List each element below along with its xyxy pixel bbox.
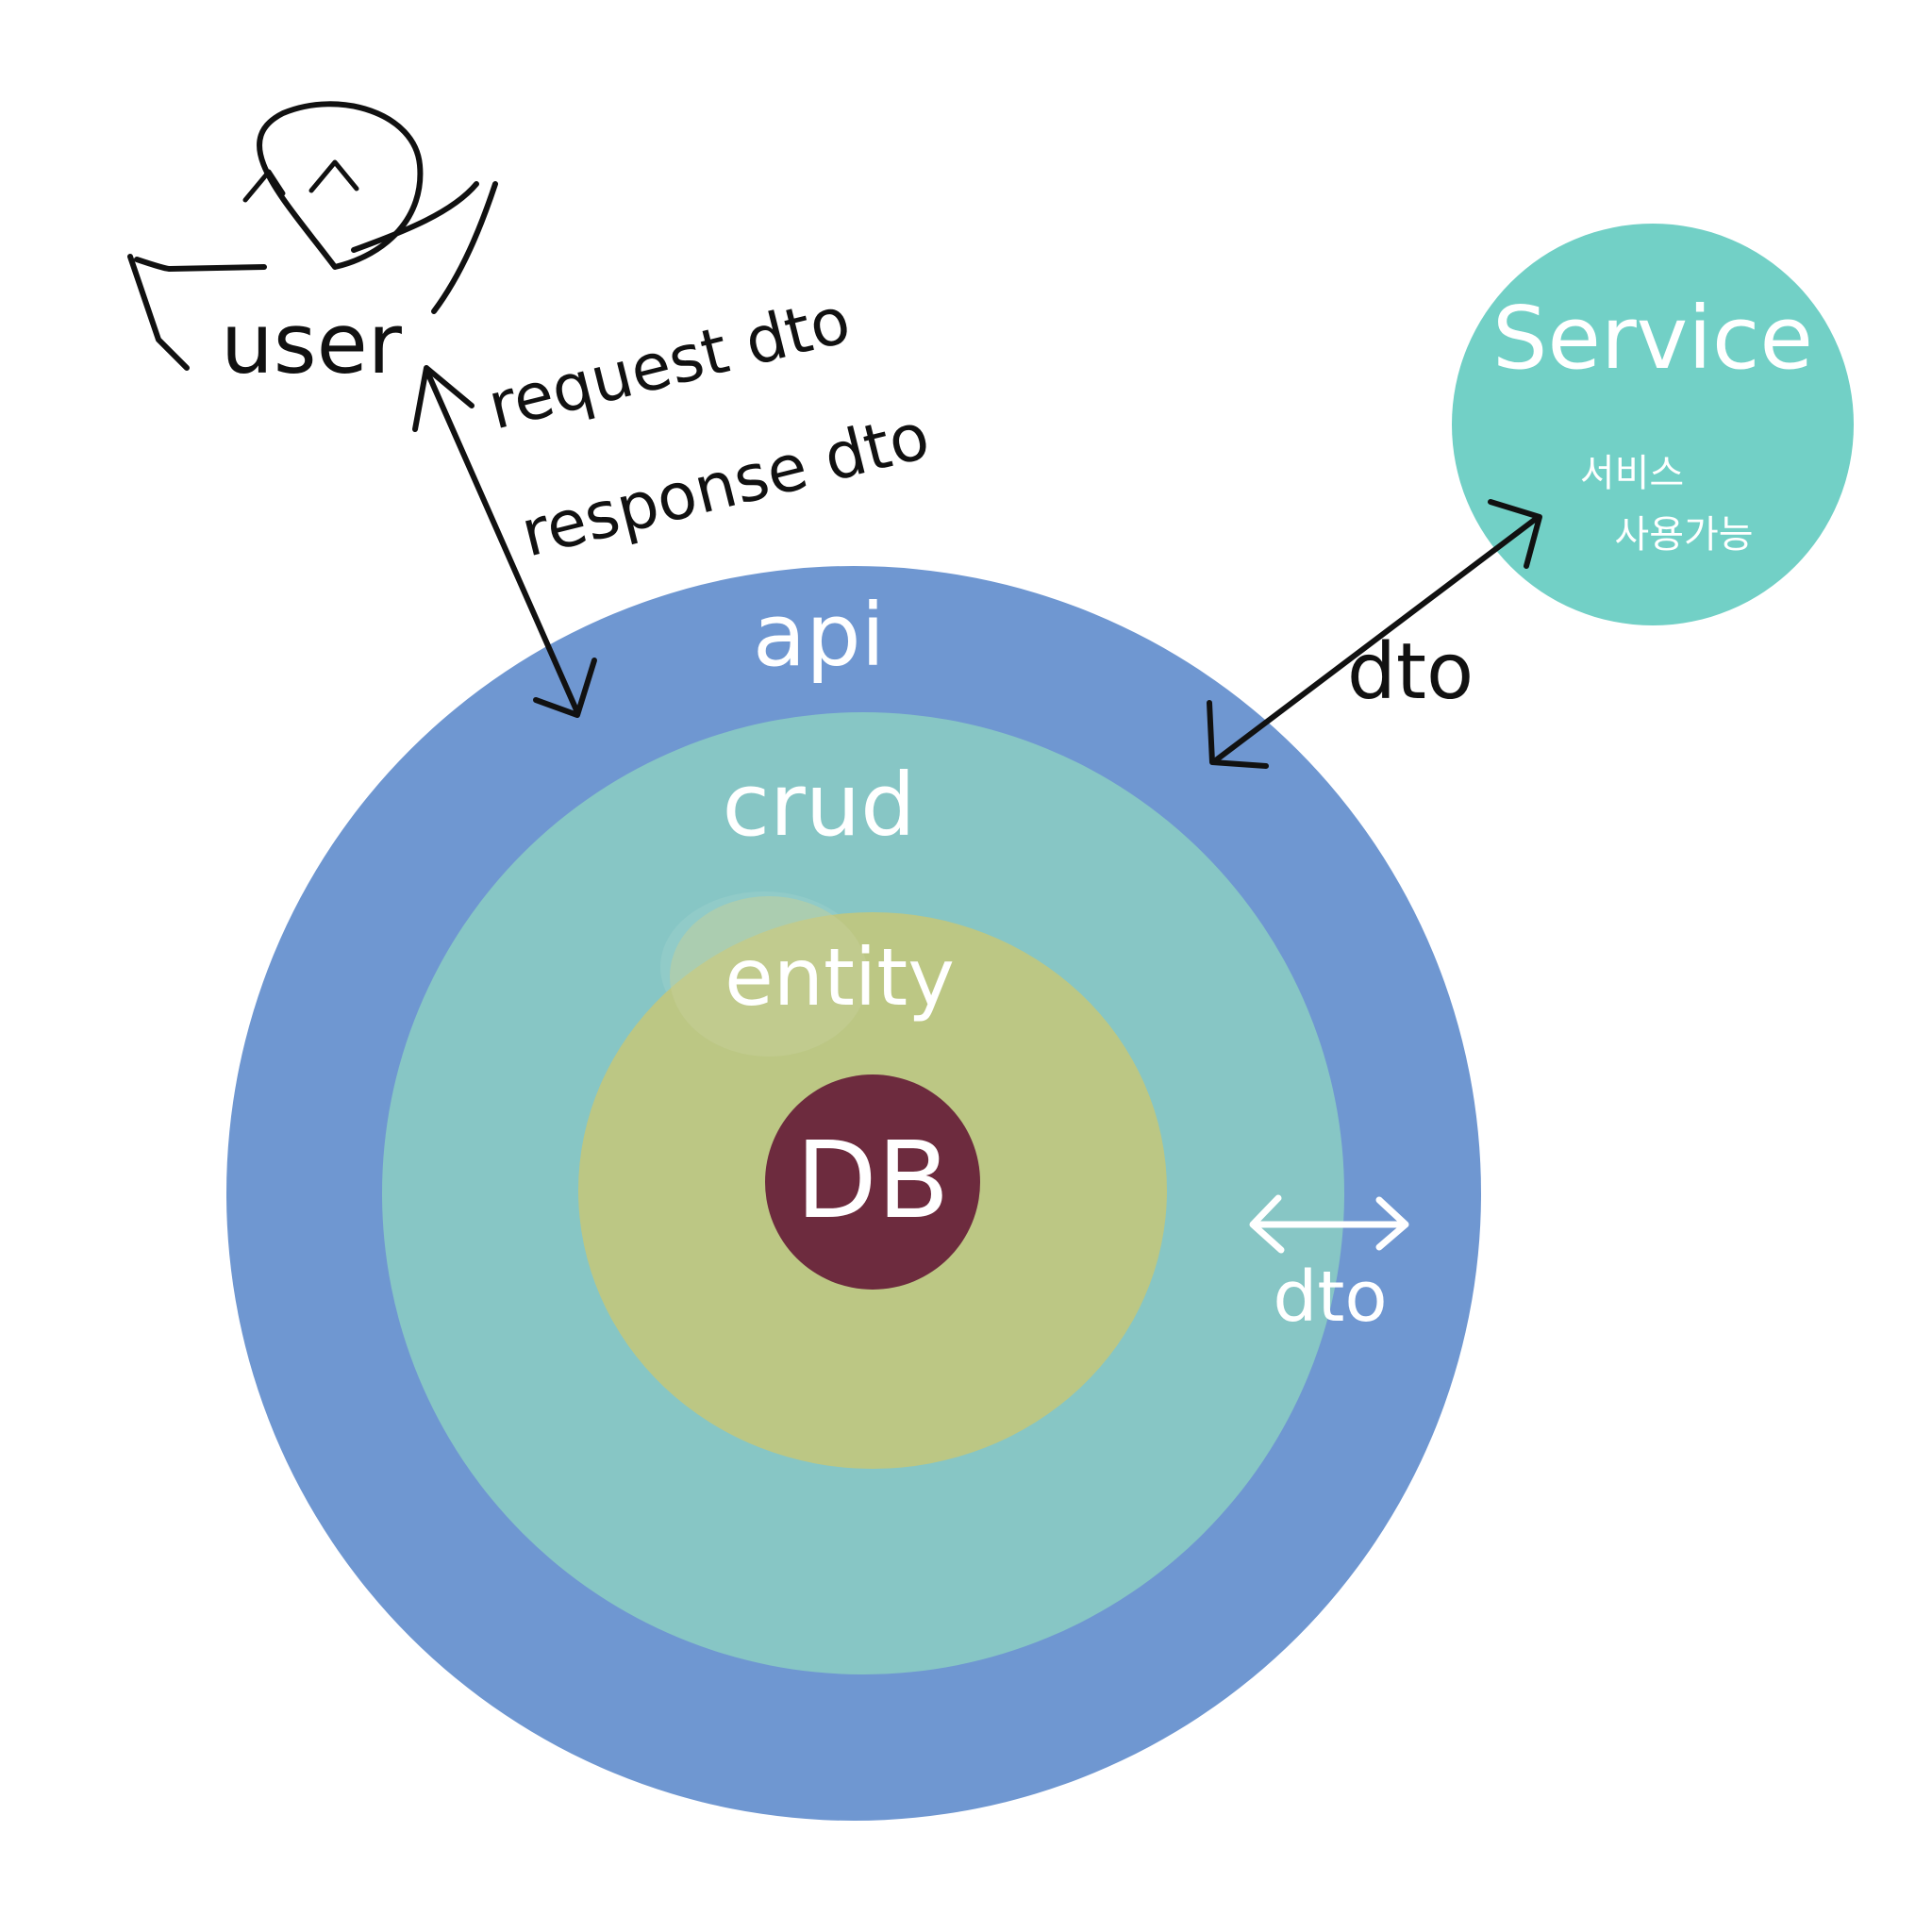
inner-dto-arrow xyxy=(1249,1194,1409,1254)
user-label: user xyxy=(221,295,403,392)
request-dto-label: request dto xyxy=(481,283,858,444)
service-note-line1: 서비스 xyxy=(1580,452,1684,495)
service-title: Service xyxy=(1492,288,1813,389)
entity-glow xyxy=(670,896,868,1057)
stick-figure-user-icon xyxy=(127,101,498,371)
layer-rings xyxy=(226,566,1481,1821)
db-circle xyxy=(765,1074,980,1290)
crud-label: crud xyxy=(722,755,915,856)
user-api-arrow xyxy=(412,365,597,718)
api-label: api xyxy=(753,585,885,686)
inner-dto-label: dto xyxy=(1273,1257,1387,1338)
entity-label: entity xyxy=(724,931,955,1024)
service-api-arrow xyxy=(1207,499,1542,769)
service-circle xyxy=(1452,224,1854,625)
db-label: DB xyxy=(795,1120,949,1242)
service-dto-label: dto xyxy=(1347,627,1474,717)
service-note-line2: 사용가능 xyxy=(1614,513,1753,557)
